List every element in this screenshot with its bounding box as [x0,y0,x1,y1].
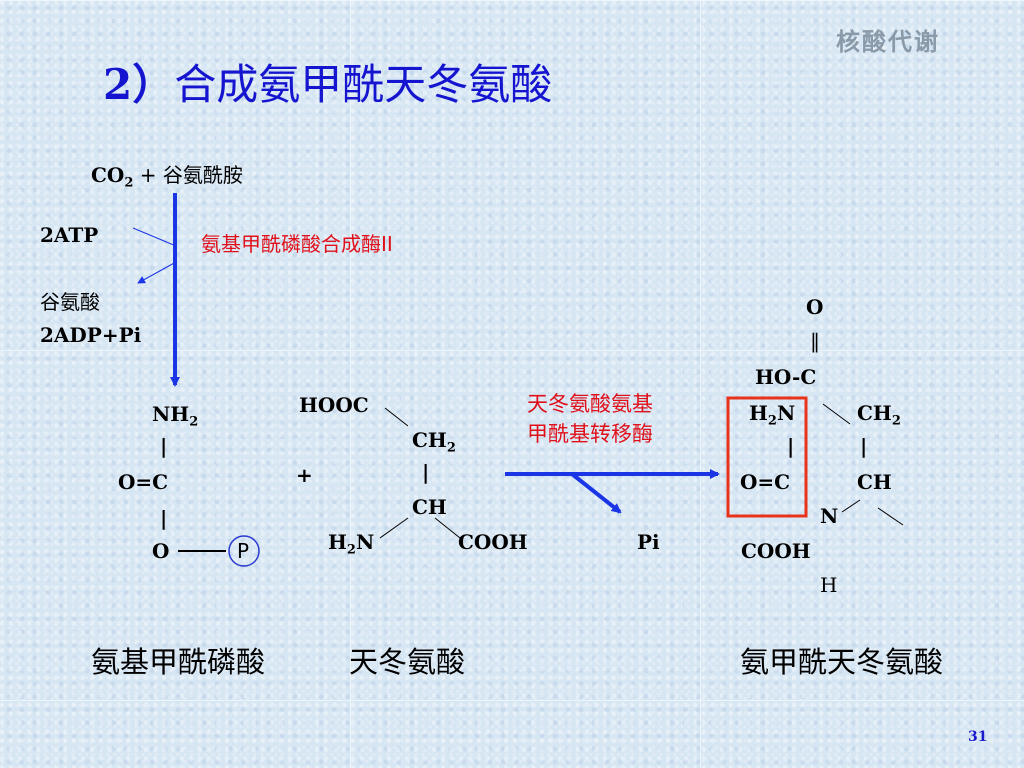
plus-sign: + [296,463,313,487]
asp-ch2: CH2 [412,428,456,455]
prod-ch2-text: CH [857,401,892,425]
prod-h2n-subscript: 2 [767,413,777,429]
pi-output-arrow [570,472,622,514]
asp-cooh: COOH [458,530,528,554]
page-number: 31 [968,729,988,745]
grid-line [0,0,1024,1]
prod-bond-right: | [860,434,868,458]
prod-oc: O=C [740,470,791,494]
prod-h2n-h: H [749,401,768,425]
grid-line [0,700,1024,701]
product-bond-n-ch [841,499,861,513]
prod-ch2-subscript: 2 [891,413,901,429]
glutamate-label: 谷氨酸 [40,290,100,314]
cp-bond1: | [160,434,168,458]
prod-hoc: HO-C [755,365,817,389]
aspartate-bond-nh2 [379,517,409,539]
prod-bond-left: | [787,434,795,458]
product-bond-n-right [877,507,904,526]
cp-o: O [152,539,170,563]
prod-double-bond: ‖ [810,329,820,353]
cp-bond2: | [160,506,168,530]
adp-label: 2ADP+Pi [40,323,142,347]
enzyme1-label: 氨基甲酰磷酸合成酶II [201,232,393,256]
atp-input-line [132,227,177,247]
slide-title: 2）合成氨甲酰天冬氨酸 [103,64,552,106]
cp-nh2-subscript: 2 [189,414,199,430]
title-text: 合成氨甲酰天冬氨酸 [174,60,553,109]
atp-label: 2ATP [40,223,99,247]
glutamine-text: + 谷氨酰胺 [133,163,243,187]
phosphate-label: P [237,539,250,563]
highlight-box [726,396,808,518]
cp-nh2: NH2 [152,402,198,429]
reaction1-substrates: CO2 + 谷氨酰胺 [91,163,243,190]
asp-h2n-subscript: 2 [346,542,356,558]
prod-h2n-n: N [776,401,796,425]
asp-h2n: H2N [328,530,375,557]
asp-ch2-subscript: 2 [446,440,456,456]
co2-text: CO [91,163,125,187]
asp-h2n-h: H [328,530,347,554]
caption-aspartate: 天冬氨酸 [349,645,466,679]
grid-line [0,350,1024,351]
asp-ch2-text: CH [412,428,447,452]
prod-h2n: H2N [749,401,796,428]
asp-ch: CH [412,495,447,519]
phosphate-circle [228,535,260,567]
prod-h: H [820,573,838,597]
prod-ch: CH [857,470,892,494]
co2-subscript: 2 [124,175,134,191]
corner-label: 核酸代谢 [836,28,940,56]
glutamate-output-arrow [137,261,177,284]
caption-product: 氨甲酰天冬氨酸 [740,645,944,679]
asp-h2n-n: N [355,530,375,554]
aspartate-bond-hooc [384,407,409,427]
cp-nh2-text: NH [152,402,190,426]
grid-line [700,0,701,768]
pi-label: Pi [637,530,660,554]
grid-line [350,0,351,768]
prod-o-top: O [806,295,824,319]
prod-cooh: COOH [741,539,811,563]
enzyme2-line2: 甲酰基转移酶 [527,422,653,446]
asp-bond: | [422,460,430,484]
caption-carbamoyl-phosphate: 氨基甲酰磷酸 [91,645,266,679]
title-number: 2） [103,60,175,109]
product-bond-h2n-ch2 [822,403,851,425]
cp-oc: O=C [118,470,169,494]
asp-hooc: HOOC [299,393,369,417]
prod-n: N [820,504,839,528]
enzyme2-line1: 天冬氨酸氨基 [527,392,653,416]
aspartate-bond-cooh [434,517,461,539]
prod-ch2: CH2 [857,401,901,428]
